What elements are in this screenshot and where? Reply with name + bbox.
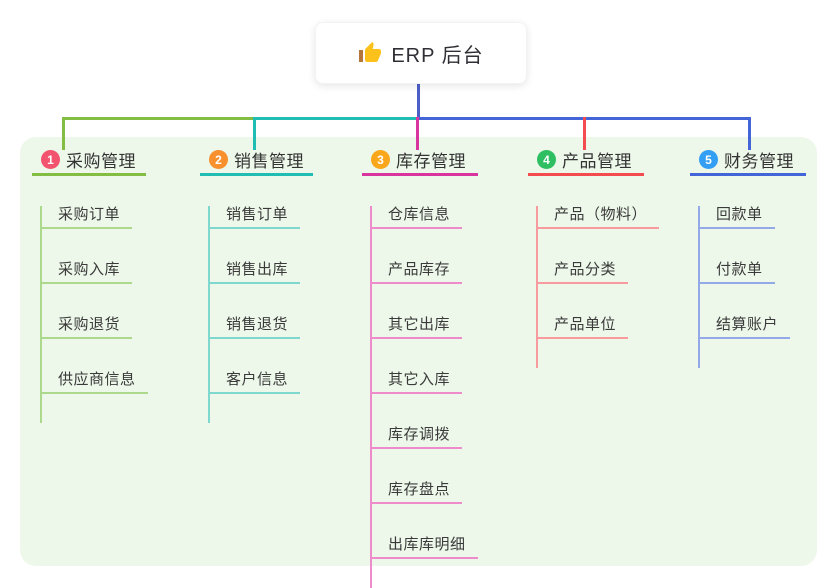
child-node[interactable]: 采购退货 xyxy=(40,316,133,339)
child-node[interactable]: 产品（物料） xyxy=(536,206,660,229)
branch-drop-line xyxy=(253,117,256,150)
child-node[interactable]: 供应商信息 xyxy=(40,371,148,394)
branch-children: 销售订单销售出库销售退货客户信息 xyxy=(200,206,313,423)
branch-number-badge: 5 xyxy=(699,150,718,169)
children-connector-line xyxy=(536,206,538,368)
child-node[interactable]: 付款单 xyxy=(698,261,775,284)
child-node[interactable]: 出库库明细 xyxy=(370,536,478,559)
bus-line-segment xyxy=(62,117,255,120)
child-node[interactable]: 其它入库 xyxy=(370,371,463,394)
child-node[interactable]: 产品分类 xyxy=(536,261,629,284)
branch-label: 采购管理 xyxy=(66,152,136,171)
branch-4: 4 产品管理产品（物料） 产品分类产品单位 xyxy=(528,146,660,368)
branch-children: 产品（物料） 产品分类产品单位 xyxy=(528,206,660,368)
child-node[interactable]: 库存调拨 xyxy=(370,426,463,449)
branch-node-title[interactable]: 4 产品管理 xyxy=(528,146,644,176)
branch-node-title[interactable]: 1 采购管理 xyxy=(32,146,146,176)
branch-children: 仓库信息产品库存其它出库其它入库库存调拨库存盘点出库库明细 xyxy=(362,206,478,588)
branch-label: 库存管理 xyxy=(396,152,466,171)
branch-children: 回款单付款单结算账户 xyxy=(690,206,806,368)
children-connector-line xyxy=(370,206,372,588)
child-node[interactable]: 采购入库 xyxy=(40,261,133,284)
child-node[interactable]: 销售退货 xyxy=(208,316,301,339)
children-connector-line xyxy=(698,206,700,368)
branch-drop-line xyxy=(583,117,586,150)
child-node[interactable]: 销售订单 xyxy=(208,206,301,229)
branch-number-badge: 2 xyxy=(209,150,228,169)
child-node[interactable]: 仓库信息 xyxy=(370,206,463,229)
branch-node-title[interactable]: 5 财务管理 xyxy=(690,146,806,176)
branch-3: 3 库存管理仓库信息产品库存其它出库其它入库库存调拨库存盘点出库库明细 xyxy=(362,146,478,588)
child-node[interactable]: 销售出库 xyxy=(208,261,301,284)
branch-number-badge: 1 xyxy=(41,150,60,169)
child-node[interactable]: 采购订单 xyxy=(40,206,133,229)
child-node[interactable]: 回款单 xyxy=(698,206,775,229)
branch-5: 5 财务管理回款单付款单结算账户 xyxy=(690,146,806,368)
branch-drop-line xyxy=(748,117,751,150)
child-node[interactable]: 其它出库 xyxy=(370,316,463,339)
child-node[interactable]: 产品库存 xyxy=(370,261,463,284)
branch-number-badge: 3 xyxy=(371,150,390,169)
branch-label: 产品管理 xyxy=(562,152,632,171)
branch-children: 采购订单采购入库采购退货供应商信息 xyxy=(32,206,148,423)
bus-line-segment xyxy=(253,117,420,120)
branch-drop-line xyxy=(62,117,65,150)
branch-drop-line xyxy=(416,117,419,150)
branch-node-title[interactable]: 3 库存管理 xyxy=(362,146,478,176)
child-node[interactable]: 结算账户 xyxy=(698,316,791,339)
children-connector-line xyxy=(208,206,210,423)
root-node[interactable]: ERP 后台 xyxy=(315,22,527,84)
root-connector-line xyxy=(417,82,420,118)
child-node[interactable]: 产品单位 xyxy=(536,316,629,339)
branch-label: 财务管理 xyxy=(724,152,794,171)
branches-panel xyxy=(20,137,817,566)
root-label: ERP 后台 xyxy=(391,44,484,67)
branch-label: 销售管理 xyxy=(234,152,304,171)
branch-number-badge: 4 xyxy=(537,150,556,169)
branch-1: 1 采购管理采购订单采购入库采购退货供应商信息 xyxy=(32,146,148,423)
branch-node-title[interactable]: 2 销售管理 xyxy=(200,146,313,176)
branch-2: 2 销售管理销售订单销售出库销售退货客户信息 xyxy=(200,146,313,423)
thumbs-up-icon xyxy=(359,42,382,62)
children-connector-line xyxy=(40,206,42,423)
child-node[interactable]: 客户信息 xyxy=(208,371,301,394)
child-node[interactable]: 库存盘点 xyxy=(370,481,463,504)
